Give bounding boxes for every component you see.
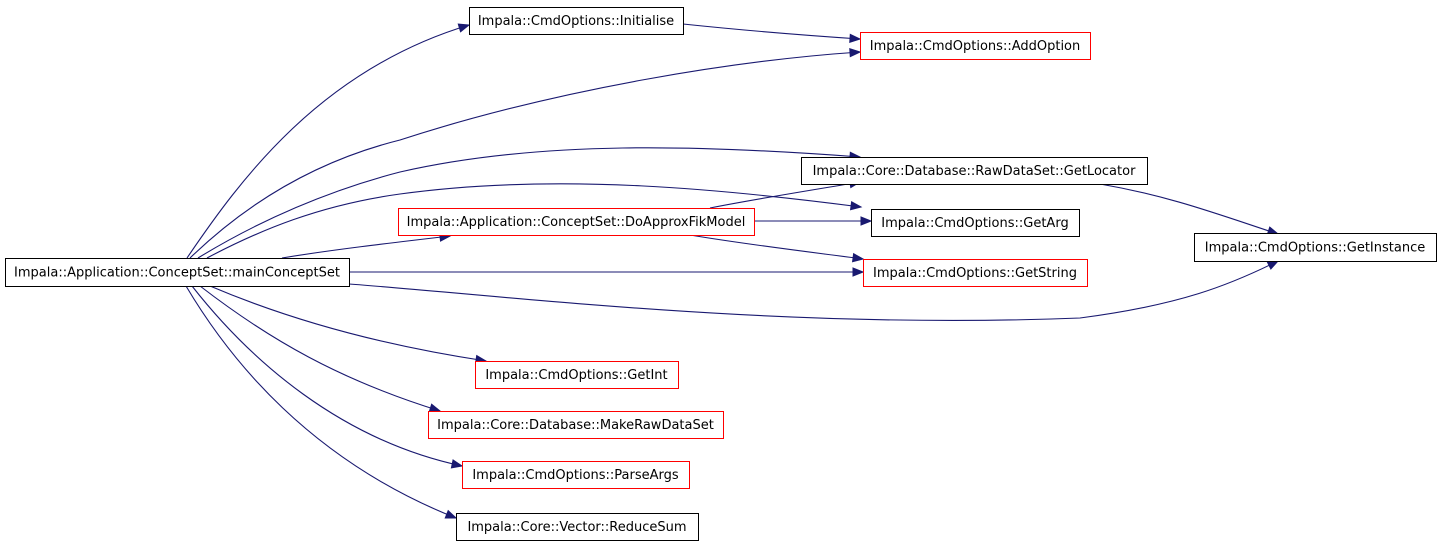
node-label: Impala::CmdOptions::Initialise (478, 14, 674, 29)
edge-line (709, 181, 861, 209)
node-main[interactable]: Impala::Application::ConceptSet::mainCon… (5, 258, 350, 287)
arrowhead (849, 200, 863, 211)
node-box (428, 411, 724, 439)
edge-line (1099, 183, 1279, 235)
arrowhead (1266, 260, 1280, 270)
node-box (475, 361, 679, 389)
edge-line (206, 183, 862, 259)
node-box (469, 7, 684, 35)
node-box (1194, 233, 1437, 262)
edge-main-to-initialise (186, 23, 471, 259)
node-box (863, 259, 1088, 287)
node-parseargs[interactable]: Impala::CmdOptions::ParseArgs (462, 461, 690, 489)
edge-line (189, 51, 861, 259)
edge-line (191, 285, 463, 467)
node-box (860, 32, 1091, 60)
node-box (871, 209, 1080, 237)
edge-main-to-doapprox (281, 232, 452, 259)
edge-line (348, 260, 1279, 322)
edge-doapprox-to-getarg (754, 216, 873, 226)
node-reducesum[interactable]: Impala::Core::Vector::ReduceSum (456, 513, 699, 541)
edge-main-to-getarg (206, 183, 863, 259)
node-label: Impala::CmdOptions::ParseArgs (472, 468, 679, 483)
node-label: Impala::Application::ConceptSet::DoAppro… (407, 215, 746, 230)
edge-main-to-getinstance (348, 260, 1280, 322)
node-label: Impala::CmdOptions::AddOption (870, 39, 1081, 54)
node-getstring[interactable]: Impala::CmdOptions::GetString (863, 259, 1088, 287)
node-label: Impala::Core::Database::MakeRawDataSet (437, 418, 714, 433)
arrowhead (849, 33, 862, 44)
arrowhead (450, 459, 464, 469)
edge-doapprox-to-getstring (689, 234, 865, 263)
node-box (801, 157, 1148, 185)
arrowhead (852, 267, 865, 277)
edge-getlocator-to-getinstance (1099, 183, 1280, 236)
edge-initialise-to-addoption (682, 23, 862, 44)
node-label: Impala::CmdOptions::GetString (873, 266, 1077, 281)
node-getint[interactable]: Impala::CmdOptions::GetInt (475, 361, 679, 389)
arrowhead (457, 23, 471, 33)
edge-main-to-makerawdataset (199, 285, 442, 413)
node-box (462, 461, 690, 489)
node-box (5, 258, 350, 287)
node-label: Impala::Core::Vector::ReduceSum (467, 520, 686, 535)
node-initialise[interactable]: Impala::CmdOptions::Initialise (469, 7, 684, 35)
arrowhead (851, 252, 865, 263)
node-label: Impala::Core::Database::RawDataSet::GetL… (813, 164, 1136, 179)
arrowhead (444, 509, 458, 519)
node-getinstance[interactable]: Impala::CmdOptions::GetInstance (1194, 233, 1437, 262)
edge-line (209, 285, 487, 362)
node-getlocator[interactable]: Impala::Core::Database::RawDataSet::GetL… (801, 157, 1148, 185)
edge-main-to-getstring (349, 267, 865, 277)
node-makerawdataset[interactable]: Impala::Core::Database::MakeRawDataSet (428, 411, 724, 439)
node-getarg[interactable]: Impala::CmdOptions::GetArg (871, 209, 1080, 237)
edges-layer (185, 23, 1280, 519)
edge-main-to-addoption (189, 47, 862, 259)
edge-main-to-parseargs (191, 285, 464, 469)
edge-main-to-reducesum (185, 285, 458, 519)
node-box (398, 208, 755, 236)
node-label: Impala::Application::ConceptSet::mainCon… (14, 266, 340, 281)
edge-line (197, 147, 861, 259)
arrowhead (428, 403, 442, 413)
node-box (456, 513, 699, 541)
nodes-layer: Impala::Application::ConceptSet::mainCon… (5, 7, 1437, 541)
edge-line (186, 24, 470, 259)
arrowhead (860, 216, 873, 226)
edge-line (281, 235, 451, 259)
node-addoption[interactable]: Impala::CmdOptions::AddOption (860, 32, 1091, 60)
edge-line (199, 285, 441, 412)
edge-line (689, 234, 864, 260)
edge-main-to-getlocator (197, 147, 862, 259)
node-label: Impala::CmdOptions::GetInstance (1205, 241, 1425, 256)
edge-line (185, 285, 457, 519)
node-doapprox[interactable]: Impala::Application::ConceptSet::DoAppro… (398, 208, 755, 236)
node-label: Impala::CmdOptions::GetInt (485, 368, 667, 383)
edge-line (682, 23, 861, 40)
arrowhead (849, 47, 862, 58)
node-label: Impala::CmdOptions::GetArg (881, 216, 1068, 231)
